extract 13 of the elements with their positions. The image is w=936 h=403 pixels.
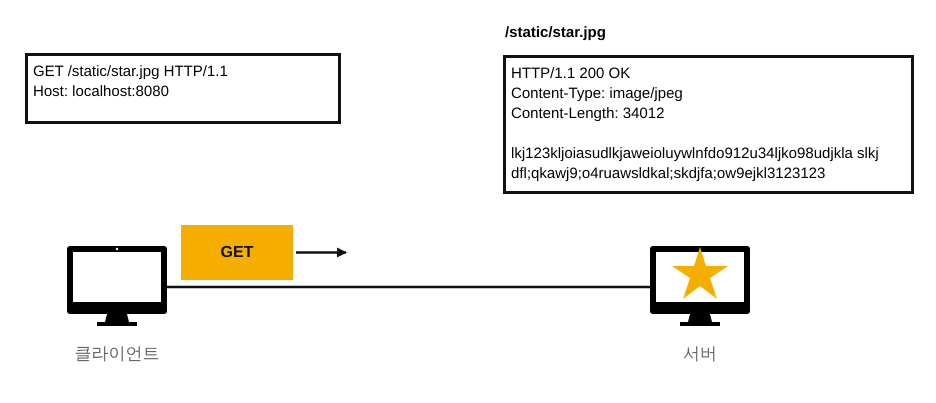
message-line: Content-Type: image/jpeg	[511, 84, 684, 104]
message-line: lkj123kljoiasudlkjaweioluywlnfdo912u34ljko98udjkla slkjdfl;qkawj9;o4ruawsldkal;skdjfa;ow9ejkl3123123	[511, 144, 880, 184]
node-label: 서버	[683, 343, 717, 365]
message-line: GET /static/star.jpg HTTP/1.1	[33, 62, 229, 82]
file-name: /static/star.jpg	[505, 24, 606, 41]
method-box: GET	[181, 225, 293, 280]
request-box	[25, 53, 341, 124]
arrow	[296, 248, 347, 258]
connection-line	[167, 286, 650, 288]
message-line: Content-Length: 34012	[511, 104, 666, 124]
message-line: HTTP/1.1 200 OK	[511, 64, 632, 84]
node-label: 클라이언트	[74, 343, 160, 365]
message-line: Host: localhost:8080	[33, 82, 170, 102]
